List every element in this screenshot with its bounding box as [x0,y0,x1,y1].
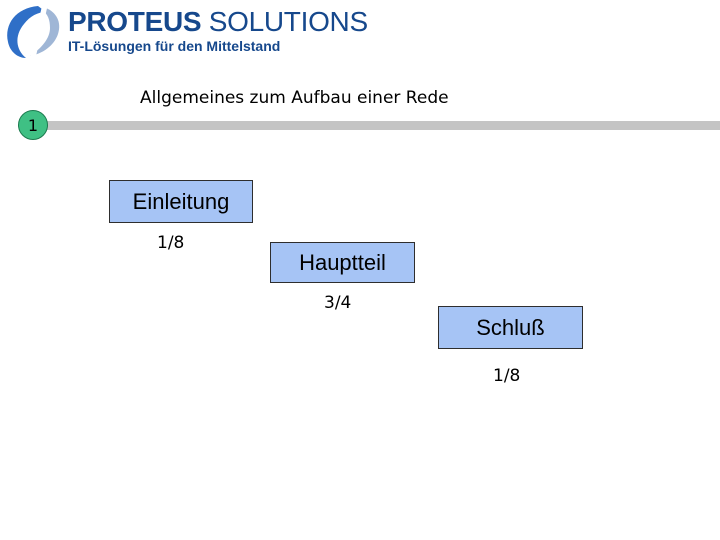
section-box-einleitung: Einleitung [109,180,253,223]
section-share-hauptteil: 3/4 [324,293,352,313]
section-share-einleitung: 1/8 [157,233,185,253]
brand-tagline: IT-Lösungen für den Mittelstand [68,38,281,54]
brand-name: PROTEUS SOLUTIONS [68,6,368,38]
slide-title: Allgemeines zum Aufbau einer Rede [140,88,449,108]
brand-bold: PROTEUS [68,6,202,37]
section-box-hauptteil: Hauptteil [270,242,415,283]
brand-light: SOLUTIONS [208,6,368,37]
title-divider [22,121,720,130]
proteus-logo: PROTEUS SOLUTIONS IT-Lösungen für den Mi… [2,2,368,60]
logo-swoosh-icon [7,4,60,58]
section-share-schluss: 1/8 [493,366,521,386]
section-box-schluss: Schluß [438,306,583,349]
slide-number-badge: 1 [18,110,48,140]
